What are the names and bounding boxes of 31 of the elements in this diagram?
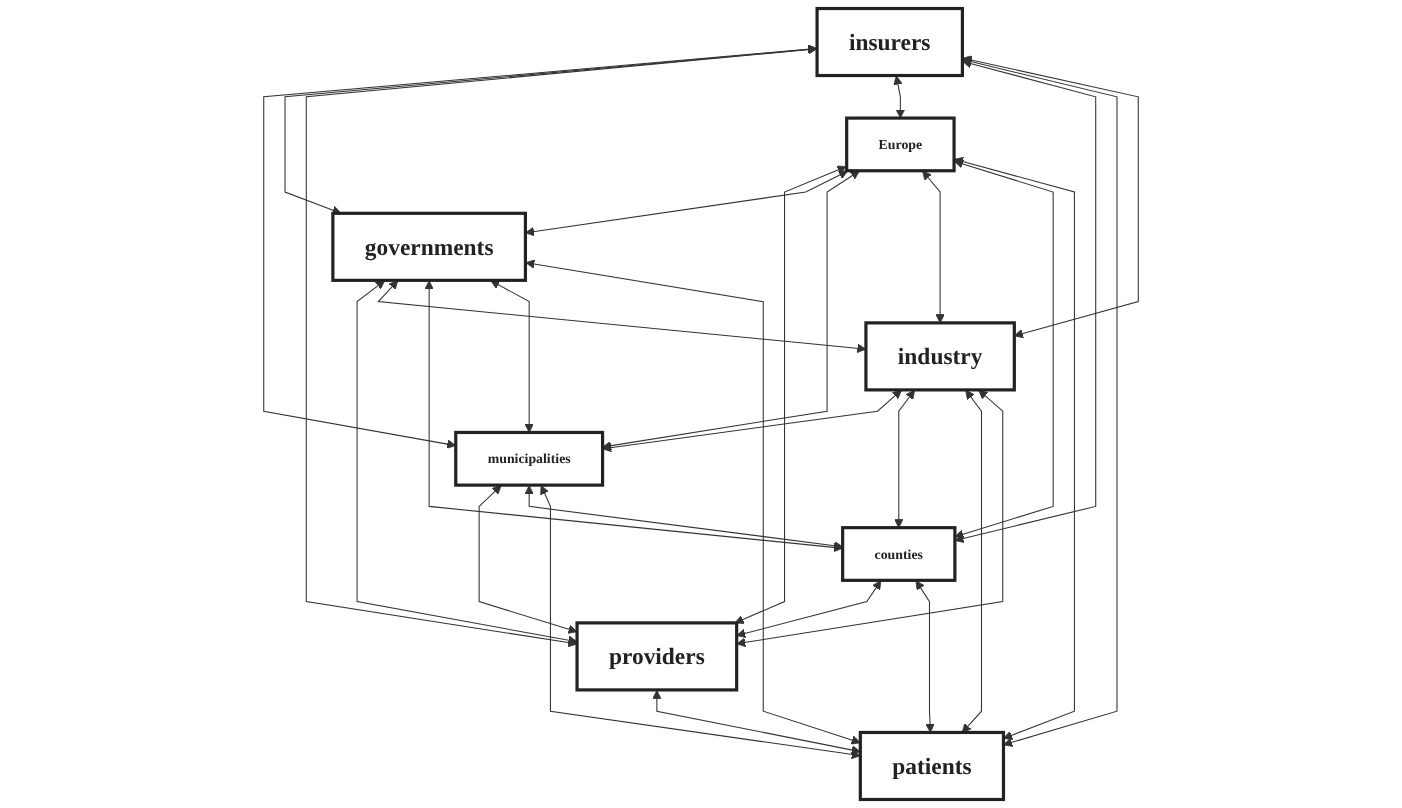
arrow — [894, 389, 915, 529]
arrow — [893, 75, 906, 119]
node-box: patients — [858, 730, 1006, 802]
arrow — [525, 170, 849, 237]
arrow — [524, 485, 844, 551]
arrow — [525, 259, 861, 745]
arrow — [356, 280, 578, 645]
arrow — [736, 389, 1004, 648]
arrow — [962, 57, 1118, 747]
arrow — [962, 55, 1139, 339]
arrow — [424, 280, 844, 553]
arrow — [602, 170, 860, 451]
node-box: providers — [575, 621, 739, 692]
node-box: governments — [331, 211, 528, 282]
arrow — [736, 580, 882, 638]
node-box: insurers — [815, 6, 964, 78]
arrow — [915, 580, 935, 733]
arrow — [540, 485, 861, 760]
arrow — [954, 159, 1054, 539]
arrow — [490, 280, 534, 433]
arrow — [652, 689, 861, 755]
arrow — [954, 156, 1075, 740]
arrow — [602, 389, 902, 453]
arrow — [478, 485, 578, 634]
arrow — [377, 280, 867, 353]
arrow — [922, 170, 945, 324]
arrow — [954, 59, 1097, 543]
node-box: industry — [864, 321, 1016, 392]
arrow — [734, 165, 847, 624]
arrow — [961, 389, 982, 733]
arrow — [305, 45, 818, 648]
